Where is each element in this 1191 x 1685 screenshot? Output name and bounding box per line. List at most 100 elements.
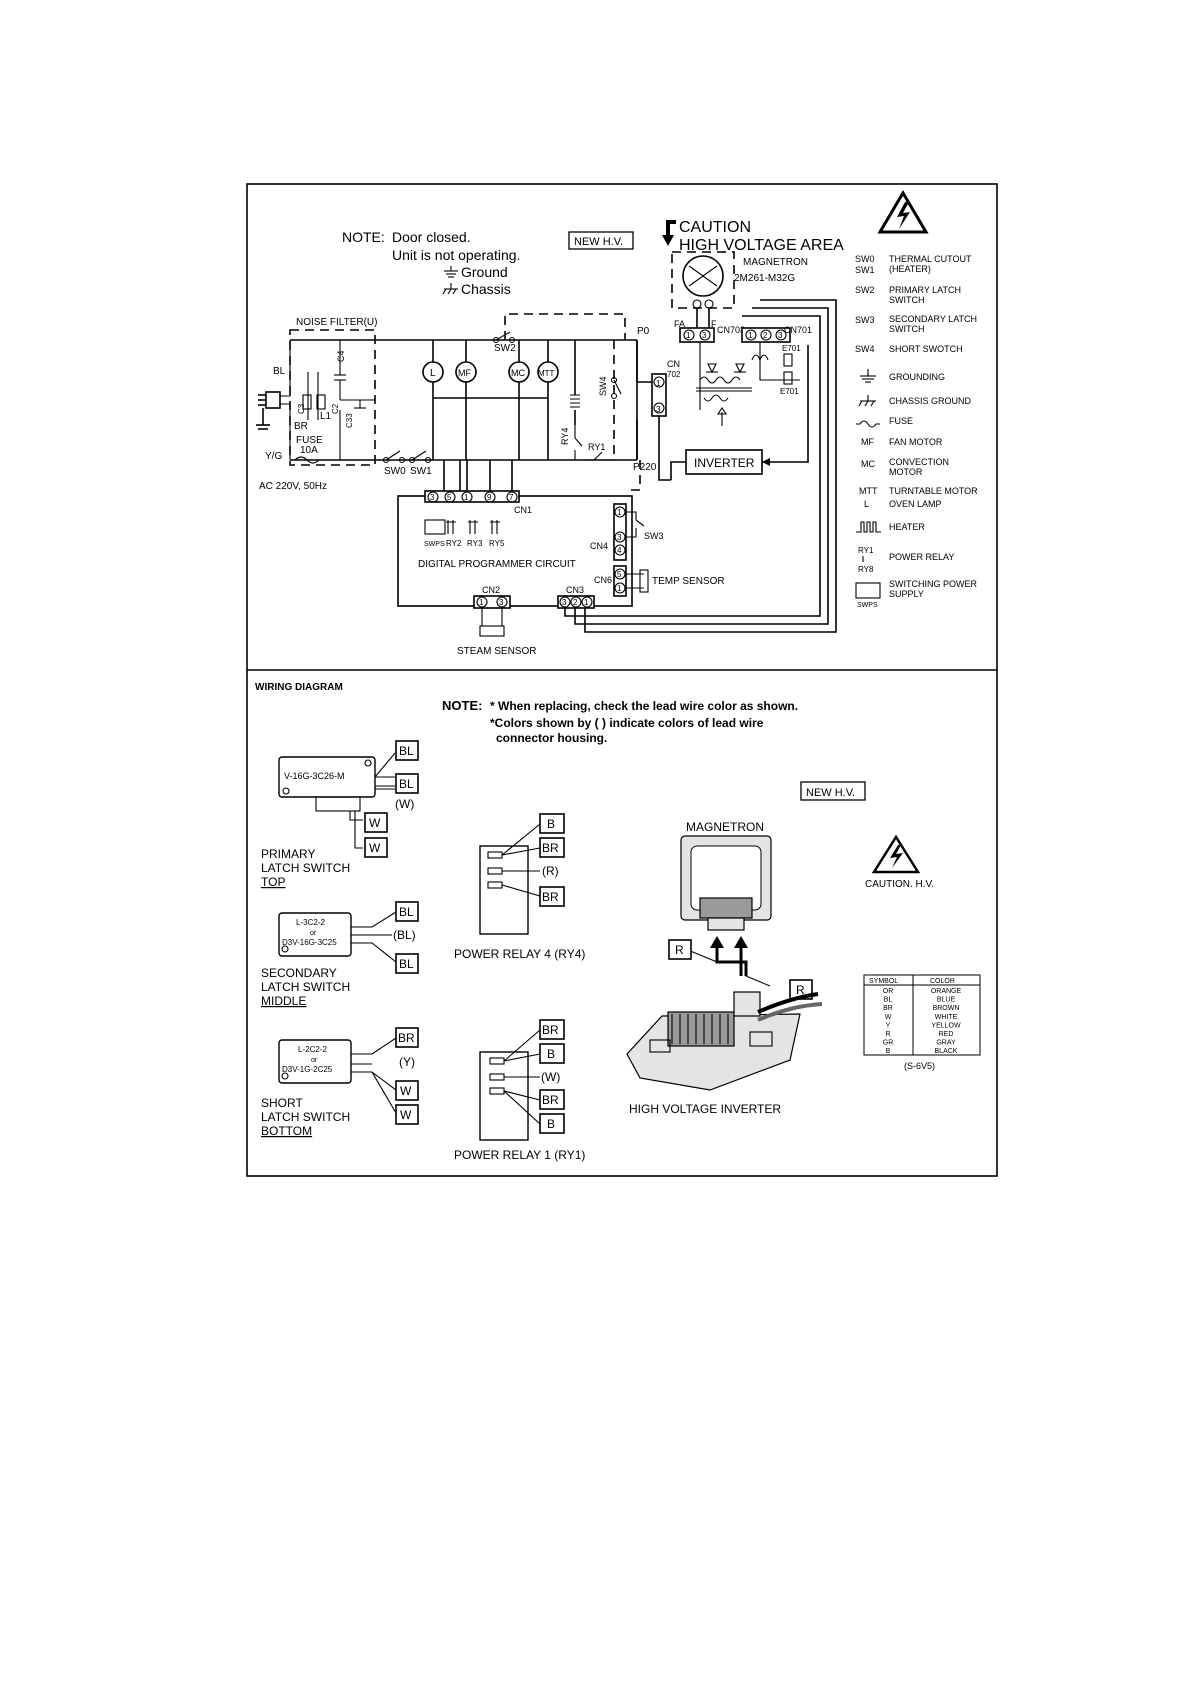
wiring-diagram: WIRING DIAGRAM NOTE: * When replacing, c… (255, 682, 981, 1162)
high-voltage-area-label: HIGH VOLTAGE AREA (679, 237, 844, 254)
short-switch-or: or (311, 1057, 318, 1064)
sw3-label: SW3 (644, 531, 664, 541)
e701-label-a: E701 (782, 344, 801, 353)
convection-motor-symbol (508, 361, 530, 383)
chassis-symbol-icon (442, 283, 458, 295)
cn6-connector (613, 565, 627, 597)
cn1-pin-9: 9 (487, 493, 492, 502)
hv-inverter-board-drawing (626, 991, 823, 1091)
power-relay-4 (479, 823, 541, 935)
note-chassis: Chassis (461, 281, 511, 297)
wire-label: (R) (542, 864, 559, 878)
secondary-latch-switch: L-3C2-2 or D3V-16G-3C25 (278, 911, 397, 963)
power-relay-4-label: POWER RELAY 4 (RY4) (454, 947, 585, 961)
c2-label: C2 (331, 403, 340, 414)
cn4-connector (613, 503, 627, 561)
legend-text: CHASSIS GROUND (889, 396, 972, 406)
steam-sensor-symbol (479, 625, 505, 637)
short-switch-position: BOTTOM (261, 1124, 312, 1138)
caution-arrow-icon (662, 220, 676, 246)
legend-chassis-icon (858, 395, 876, 407)
short-switch-part-1: L-2C2-2 (298, 1045, 327, 1054)
fuse-rating-label: 10A (300, 445, 318, 456)
mag-lead-label: R (675, 943, 684, 957)
color-table-row: B BLACK (886, 1048, 958, 1055)
hv-inverter-label: HIGH VOLTAGE INVERTER (629, 1102, 781, 1116)
wire-label: BR (542, 841, 559, 855)
color-table-color: ORANGE (931, 988, 962, 995)
new-hv-box (568, 231, 634, 250)
sw1-label: SW1 (410, 466, 432, 477)
convection-motor-label: MC (511, 368, 525, 378)
caution-label: CAUTION (679, 219, 751, 236)
cn703-label: CN703 (717, 325, 745, 335)
cn1-label: CN1 (514, 505, 532, 515)
temp-sensor-label: TEMP SENSOR (652, 576, 725, 587)
cn701-pin-3: 3 (778, 331, 783, 340)
short-latch-switch: L-2C2-2 or D3V-1G-2C25 (278, 1037, 397, 1114)
color-table-header: COLOR (930, 978, 955, 985)
primary-wire-labels: BL BL (W) W W (364, 740, 419, 858)
schematic-diagram: NOTE: Door closed. Unit is not operating… (256, 190, 978, 657)
wire-label: (W) (395, 797, 414, 811)
color-table-color: BLACK (935, 1048, 958, 1055)
noise-filter-label: NOISE FILTER(U) (296, 317, 377, 328)
wire-label: BL (399, 957, 414, 971)
legend-text-2: (HEATER) (889, 264, 931, 274)
legend-symbol: MC (861, 459, 875, 469)
sw2-dashed-box (504, 313, 626, 340)
fuse-symbol-icon (294, 456, 320, 464)
legend-text: TURNTABLE MOTOR (889, 486, 978, 496)
color-table-symbol: B (886, 1048, 891, 1055)
ac-supply-label: AC 220V, 50Hz (259, 481, 327, 492)
ry4-label: RY4 (560, 428, 570, 445)
short-switch-name-2: LATCH SWITCH (261, 1110, 350, 1124)
ry4-contact-icon (574, 425, 583, 460)
mag-lead-label: R (796, 983, 805, 997)
cn702-pin-3: 3 (656, 405, 661, 414)
wire-label: BR (398, 1031, 415, 1045)
cn701-pin-1: 1 (748, 331, 753, 340)
legend-text: SHORT SWOTCH (889, 344, 963, 354)
sw4-switch-icon (610, 376, 622, 400)
magnetron-model: 2M261-M32G (734, 273, 795, 284)
cn701-pin-2: 2 (763, 331, 768, 340)
wiring-note-3: connector housing. (496, 731, 607, 745)
e701-label-b: E701 (780, 387, 799, 396)
cn2-pin-3: 3 (499, 598, 504, 607)
legend-text: CONVECTION (889, 457, 949, 467)
wiring-note-2: *Colors shown by ( ) indicate colors of … (490, 716, 764, 730)
legend-text: GROUNDING (889, 372, 945, 382)
wire-label: B (547, 1117, 555, 1131)
wire-label: B (547, 1047, 555, 1061)
cn2-pin-1: 1 (479, 598, 484, 607)
power-inlet-icon (256, 391, 281, 430)
legend-text: SECONDARY LATCH (889, 314, 977, 324)
wiring-note-label: NOTE: (442, 698, 482, 713)
magnetron-area-box (671, 251, 735, 309)
color-table-symbol: OR (883, 988, 894, 995)
wire-label: BR (542, 1023, 559, 1037)
color-table-color: WHITE (935, 1014, 958, 1021)
cn1-connector (424, 490, 520, 503)
wire-label: BL (399, 905, 414, 919)
cn3-connector (557, 595, 595, 609)
secondary-switch-name-2: LATCH SWITCH (261, 980, 350, 994)
fan-motor-symbol (455, 361, 477, 383)
short-switch-name-1: SHORT (261, 1096, 303, 1110)
sw2-label: SW2 (494, 343, 516, 354)
cn4-pin-4: 4 (617, 546, 622, 555)
cn701-label: CN701 (784, 325, 812, 335)
cn702-pin-1: 1 (656, 379, 661, 388)
legend-symbol: SW0 (855, 254, 875, 264)
legend-symbol: SW3 (855, 315, 875, 325)
cn-label: CN (667, 359, 680, 369)
color-table-color: BLUE (937, 997, 956, 1004)
